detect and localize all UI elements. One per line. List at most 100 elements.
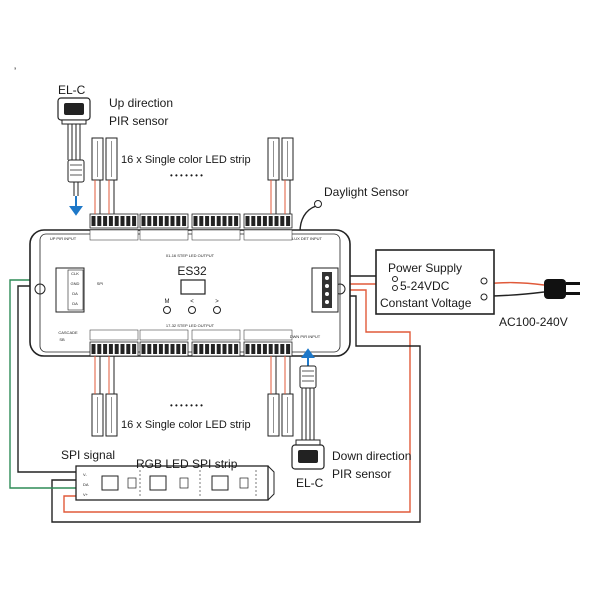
down-pir-connector xyxy=(299,365,317,389)
bottom-terminal-label-strip xyxy=(89,329,139,341)
top-terminal-pin xyxy=(141,216,146,226)
top-terminal-pin xyxy=(91,216,96,226)
top-terminal-block-2 xyxy=(139,213,189,229)
down-pir-arrow xyxy=(301,348,315,366)
top-terminal-pin xyxy=(176,216,181,226)
bottom-terminal-pin xyxy=(126,344,131,354)
black-wire-power xyxy=(51,295,421,523)
led-strip-bottom-dots: • • • • • • • xyxy=(170,401,203,410)
down-sensor-label-2: PIR sensor xyxy=(332,467,391,481)
top-terminal-pin xyxy=(268,216,273,226)
red-wire-loop xyxy=(63,289,411,513)
bottom-terminal-pin xyxy=(268,344,273,354)
power-supply-label-1: Power Supply xyxy=(388,261,462,275)
bottom-terminal-pin xyxy=(262,344,267,354)
daylight-sensor xyxy=(314,200,322,208)
button-m[interactable] xyxy=(163,306,171,314)
top-terminal-pin xyxy=(216,216,221,226)
bottom-terminal-pin xyxy=(91,344,96,354)
bottom-terminal-pin xyxy=(210,344,215,354)
bottom-terminal-pin xyxy=(234,344,239,354)
top-terminal-pin xyxy=(158,216,163,226)
corner-mark: ʼ xyxy=(14,67,16,78)
bottom-terminal-pin xyxy=(170,344,175,354)
board-cascade-label: CASCADE xyxy=(58,330,78,335)
bottom-terminal-block-4 xyxy=(243,341,293,357)
led-strip-top-dots: • • • • • • • xyxy=(170,171,203,180)
top-terminal-block-3 xyxy=(191,213,241,229)
top-terminal-pin xyxy=(182,216,187,226)
bottom-terminal-pin xyxy=(103,344,108,354)
bottom-terminal-pin xyxy=(153,344,158,354)
ps-terminal-top xyxy=(480,277,488,285)
bottom-terminal-block-2 xyxy=(139,341,189,357)
top-terminal-pin xyxy=(120,216,125,226)
board-inner xyxy=(39,233,341,353)
spi-pin-clk: CLK xyxy=(71,271,79,276)
bottom-terminal-pin xyxy=(132,344,137,354)
controller-display xyxy=(180,279,206,295)
top-terminal-pin xyxy=(222,216,227,226)
up-pir-arrow xyxy=(69,196,83,216)
top-terminal-pin xyxy=(114,216,119,226)
up-sensor-label-2: PIR sensor xyxy=(109,114,168,128)
up-pir-sensor xyxy=(57,97,91,196)
bottom-terminal-row xyxy=(89,329,293,357)
top-terminal-label-strip xyxy=(243,229,293,241)
top-terminal-pin xyxy=(228,216,233,226)
top-terminal-block-1 xyxy=(89,213,139,229)
bottom-terminal-pin xyxy=(158,344,163,354)
board-lux-det-label: LUX DET INPUT xyxy=(292,236,322,241)
ps-terminal-left-top xyxy=(392,276,398,282)
rgb-led-chip-3 xyxy=(211,475,229,491)
board-dwn-pir-label: DWN PIR INPUT xyxy=(290,334,321,339)
bottom-terminal-pin xyxy=(114,344,119,354)
top-terminal-pin xyxy=(205,216,210,226)
down-sensor-label-1: Down direction xyxy=(332,449,411,463)
bottom-terminal-pin xyxy=(164,344,169,354)
top-terminal-pin xyxy=(199,216,204,226)
led-strip-bottom-label: 16 x Single color LED strip xyxy=(121,419,251,431)
top-terminal-pin xyxy=(147,216,152,226)
bottom-terminal-pin xyxy=(216,344,221,354)
bottom-terminal-pin xyxy=(182,344,187,354)
bottom-terminal-pin xyxy=(228,344,233,354)
top-terminal-pin xyxy=(193,216,198,226)
top-terminal-pin xyxy=(108,216,113,226)
bottom-terminal-pin xyxy=(280,344,285,354)
top-terminal-pin xyxy=(234,216,239,226)
rgb-pin-v-plus: V+ xyxy=(83,492,89,497)
top-terminal-block-4 xyxy=(243,213,293,229)
bottom-terminal-pin xyxy=(141,344,146,354)
power-supply xyxy=(375,249,495,315)
bottom-terminal-pin xyxy=(120,344,125,354)
bottom-terminal-pin xyxy=(193,344,198,354)
button-right-label: > xyxy=(215,299,219,305)
board-sb-label: SB xyxy=(59,337,65,342)
rgb-pin-v-minus: V- xyxy=(83,472,87,477)
mount-hole-left xyxy=(34,283,46,295)
button-m-label: M xyxy=(165,299,170,305)
rgb-spi-strip xyxy=(75,465,275,501)
spi-pin-gnd: GND xyxy=(71,281,80,286)
board-spi-label: SPI xyxy=(97,281,103,286)
button-right[interactable] xyxy=(213,306,221,314)
button-left[interactable] xyxy=(188,306,196,314)
top-terminal-row xyxy=(89,213,293,241)
ac-plug-icon xyxy=(544,279,580,299)
bottom-terminal-label-strip xyxy=(191,329,241,341)
top-terminal-pin xyxy=(126,216,131,226)
bottom-terminal-pin xyxy=(205,344,210,354)
power-terminal-block xyxy=(311,267,339,313)
board-top-output-label: 01-16 STEP LED OUTPUT xyxy=(166,253,215,258)
spi-signal-label: SPI signal xyxy=(61,448,115,462)
top-terminal-label-strip xyxy=(191,229,241,241)
power-supply-label-3: Constant Voltage xyxy=(380,296,472,310)
daylight-cable xyxy=(299,205,317,233)
bottom-terminal-label-strip xyxy=(139,329,189,341)
controller-name: ES32 xyxy=(177,264,207,278)
ps-terminal-left-bottom xyxy=(392,285,398,291)
rgb-led-chip-1 xyxy=(101,475,119,491)
top-terminal-pin xyxy=(170,216,175,226)
top-terminal-pin xyxy=(164,216,169,226)
